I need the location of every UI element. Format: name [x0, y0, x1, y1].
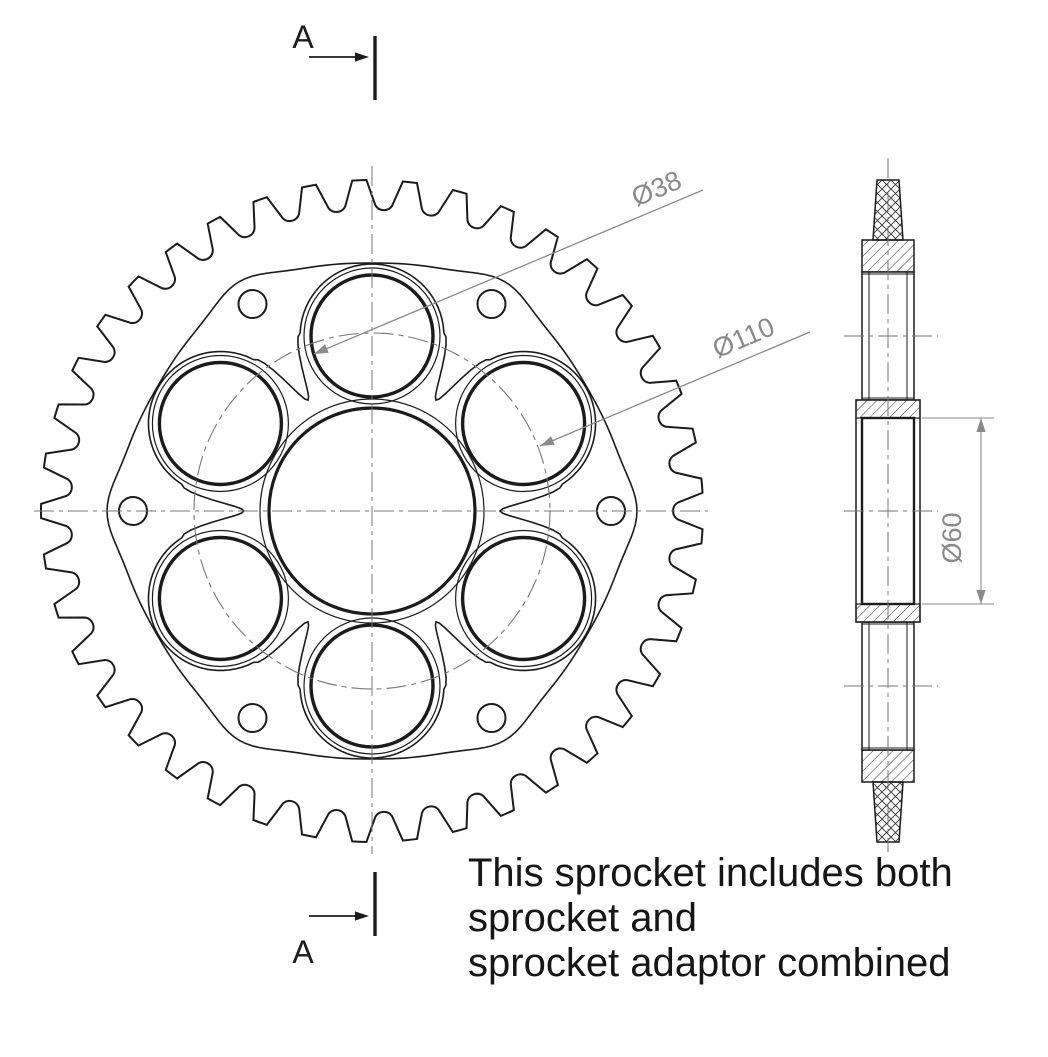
large-hole-ring [454, 354, 593, 493]
large-hole [157, 535, 284, 662]
section-mark-bottom-label: A [292, 934, 314, 970]
section-mark-bottom: A [292, 872, 377, 970]
section-mark-top-label: A [292, 19, 314, 55]
dimension-bore-label: Ø60 [937, 512, 967, 563]
large-hole-ring [151, 529, 289, 668]
dimension-large-hole-label: Ø38 [627, 165, 686, 212]
small-hole [237, 289, 268, 319]
large-hole-ring [454, 529, 593, 668]
gear-teeth [40, 179, 704, 843]
note-line-2: sprocket and [468, 896, 698, 941]
small-hole [237, 703, 268, 733]
dimension-pitch-circle-label: Ø110 [708, 311, 779, 364]
section-mark-top: A [292, 19, 377, 100]
note-line-3: sprocket adaptor combined [468, 941, 951, 986]
note-text: This sprocket includes both sprocket and… [468, 851, 953, 987]
large-hole [157, 360, 284, 487]
large-hole-ring [151, 354, 289, 493]
small-hole [476, 289, 507, 319]
large-hole [460, 535, 587, 662]
note-line-1: This sprocket includes both [468, 851, 953, 895]
large-hole [460, 360, 587, 487]
small-hole [476, 703, 507, 733]
dimension-bore: Ø60 [922, 417, 994, 605]
